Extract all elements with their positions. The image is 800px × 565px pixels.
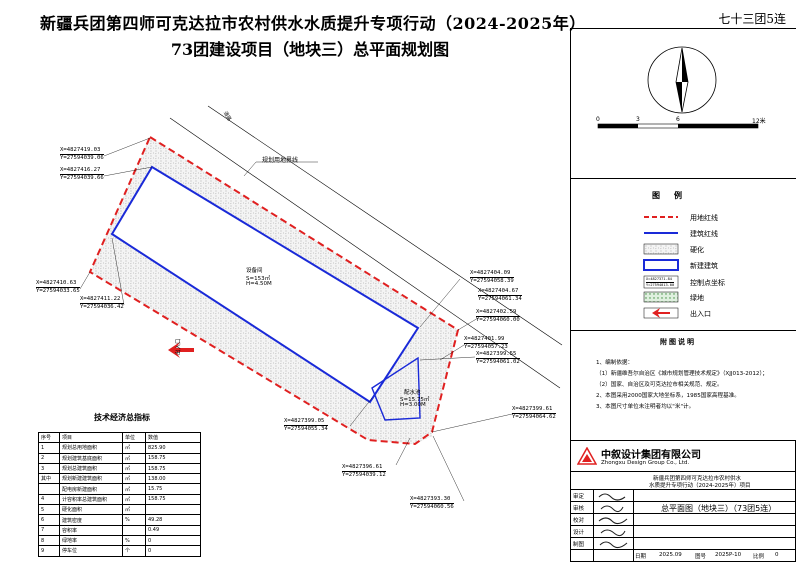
indicators-title: 技术经济总指标 <box>94 413 150 422</box>
table-header-row: 序号 项目 单位 数值 <box>38 431 201 444</box>
entrance-label: 出入口 <box>176 338 182 355</box>
signature-marks <box>598 493 628 549</box>
north-arrow-icon <box>647 46 717 114</box>
legend-symbols <box>643 216 679 319</box>
legend-item-label: 控制点坐标 <box>690 279 725 287</box>
title-block: 中叙设计集团有限公司 Zhongxu Design Group Co., Ltd… <box>570 440 796 562</box>
company-name-en: Zhongxu Design Group Co., Ltd. <box>601 460 690 466</box>
legend-item-label: 用地红线 <box>690 214 718 222</box>
legend-item-label: 硬化 <box>690 246 704 254</box>
date-label: 日期 <box>635 554 647 560</box>
building-height: H=4.50M <box>246 281 272 287</box>
frame-line <box>570 28 571 440</box>
scale-label: 0 <box>596 116 600 123</box>
entrance-arrow-icon <box>168 342 194 358</box>
number-label: 图号 <box>695 554 707 560</box>
pool-area: S=15.75㎡ <box>400 397 430 403</box>
notes-title: 附图说明 <box>660 338 696 346</box>
role-label: 审定 <box>573 494 585 500</box>
frame-line <box>570 330 796 331</box>
drawing-name: 总平面图（地块三）（73团5连） <box>661 504 777 513</box>
corner-code: 七十三团5连 <box>718 12 786 26</box>
sheet-value: 0 <box>775 552 779 558</box>
boundary-label: 规划用地界线 <box>262 157 299 164</box>
project-name: 新疆兵团第四师可克达拉市农村供水 <box>653 476 742 482</box>
legend-item-label: 绿地 <box>690 294 704 302</box>
pool-label: 配水池 <box>404 390 421 396</box>
frame-line <box>570 178 796 179</box>
water-pool <box>371 356 421 421</box>
scale-label: 3 <box>636 116 640 123</box>
building-label: 设备间 <box>246 268 263 274</box>
frame-line <box>570 28 796 29</box>
scale-label: 12米 <box>752 118 766 125</box>
legend-item-label: 出入口 <box>690 310 711 318</box>
hardened-area <box>90 137 458 444</box>
drawing-title: 新疆兵团第四师可克达拉市农村供水水质提升专项行动（2024-2025年） <box>40 14 586 33</box>
company-name: 中叙设计集团有限公司 <box>601 450 701 461</box>
pool-height: H=3.00M <box>400 402 426 408</box>
legend-title: 图例 <box>652 191 696 200</box>
drawing-subtitle: 73团建设项目（地块三）总平面规划图 <box>170 40 450 59</box>
scale-bar <box>597 123 759 129</box>
role-label: 设计 <box>573 530 585 536</box>
role-label: 制图 <box>573 542 585 548</box>
ratio-label: 比例 <box>753 554 765 560</box>
role-label: 审核 <box>573 506 585 512</box>
legend-item-label: 新建建筑 <box>690 262 718 270</box>
role-label: 校对 <box>573 518 585 524</box>
notes-body: 1、编制依据： （1）新疆维吾尔自治区《城市规划管理技术规定》（XJJ013-2… <box>596 360 768 410</box>
company-logo-icon <box>577 447 597 465</box>
scale-label: 6 <box>676 116 680 123</box>
number-value: 2025P-10 <box>715 552 742 558</box>
building-area: S=153㎡ <box>246 276 271 282</box>
project-name-2: 水质提升专项行动（2024-2025年）项目 <box>649 483 751 489</box>
building-line <box>110 165 420 404</box>
coordinate-leaders <box>79 137 513 502</box>
legend-item-label: 建筑红线 <box>690 230 718 238</box>
date-value: 2025.09 <box>659 552 682 558</box>
